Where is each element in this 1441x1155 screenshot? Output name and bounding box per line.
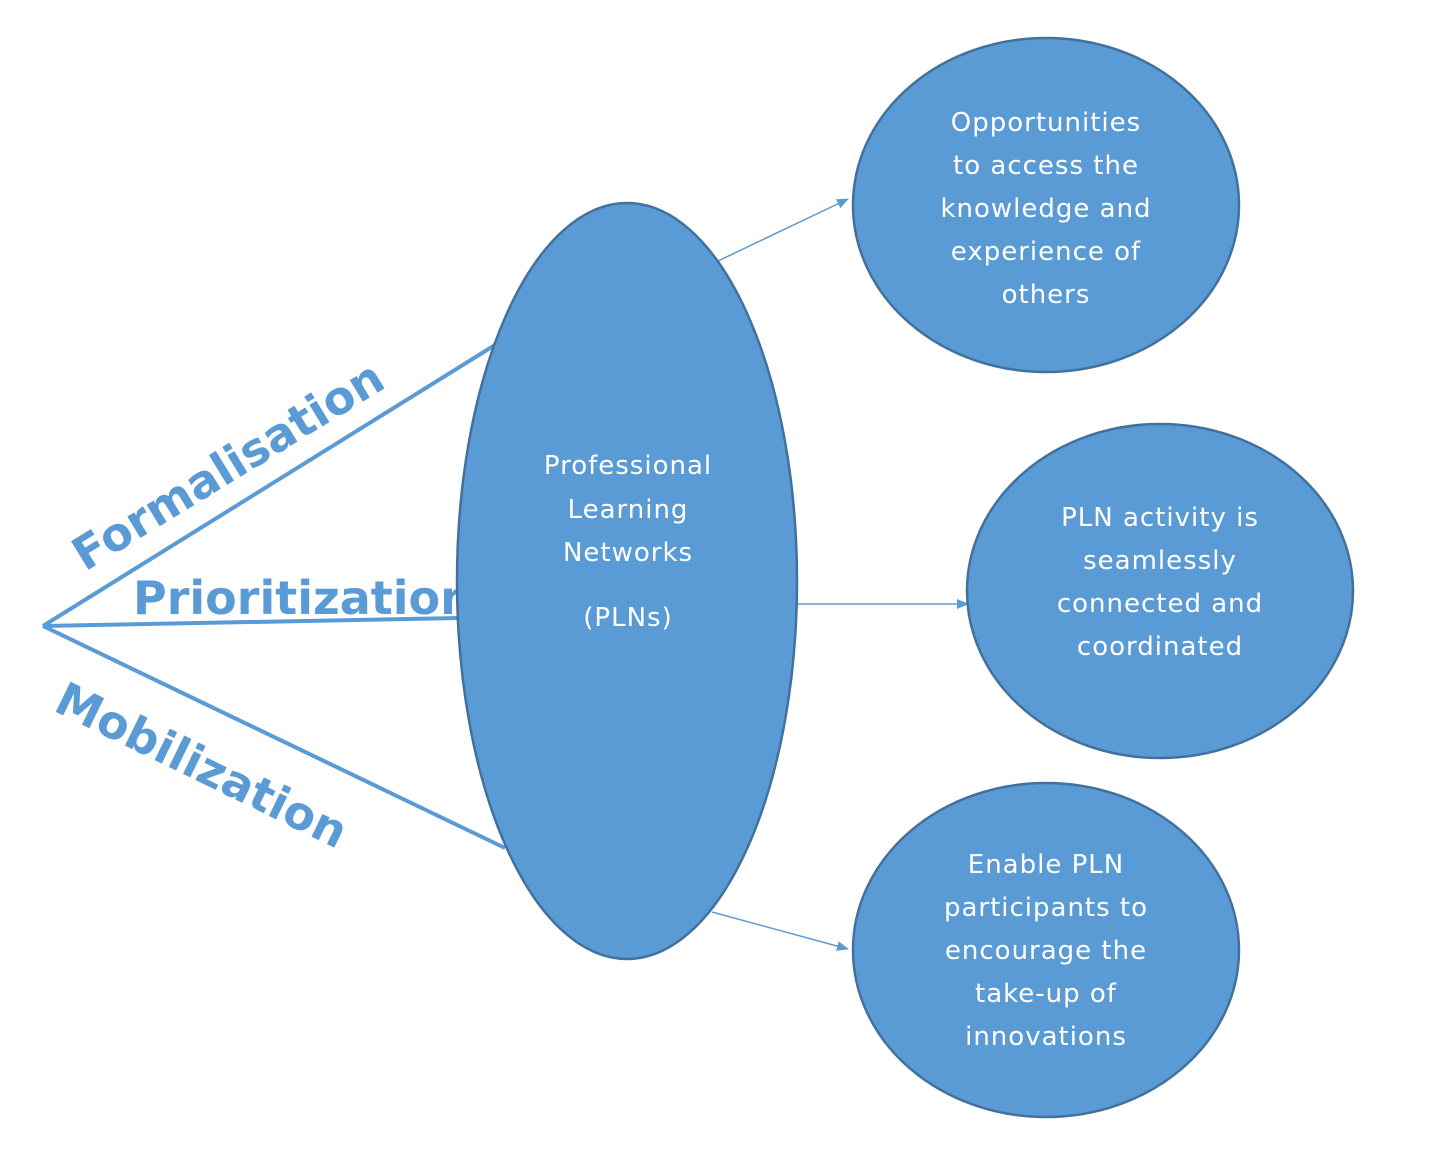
prioritization-label: Prioritization [133, 571, 473, 625]
pln-title-line-1: Professional [544, 451, 712, 481]
outcome-enable-line-5: innovations [965, 1022, 1127, 1052]
outcome-enable-line-1: Enable PLN [968, 850, 1124, 880]
outcome-seamless-ellipse [965, 422, 1355, 760]
pln-title-line-2: Learning [568, 495, 689, 525]
mobilization-label: Mobilization [47, 671, 356, 859]
formalisation-label: Formalisation [63, 350, 394, 581]
prioritization-line [42, 616, 461, 628]
outcome-opportunities-line-2: to access the [953, 151, 1139, 181]
formalisation-line [41, 343, 497, 628]
mobilization-line [42, 624, 506, 850]
outcome-enable-line-4: take-up of [975, 979, 1117, 1009]
arrow-to-enable [711, 911, 849, 951]
outcome-seamless-line-1: PLN activity is [1061, 503, 1259, 533]
outcome-opportunities-line-5: others [1002, 280, 1091, 310]
pln-central-ellipse [455, 201, 799, 961]
outcome-opportunities-line-4: experience of [951, 237, 1141, 267]
outcome-enable-line-3: encourage the [945, 936, 1147, 966]
outcome-enable-ellipse [851, 781, 1241, 1119]
outcome-seamless-line-2: seamlessly [1083, 546, 1237, 576]
outcome-opportunities-line-3: knowledge and [940, 194, 1151, 224]
outcome-seamless-line-4: coordinated [1077, 632, 1243, 662]
pln-title-line-3: Networks [563, 538, 693, 568]
arrow-to-opportunities [717, 198, 849, 262]
outcome-seamless-line-3: connected and [1057, 589, 1263, 619]
outcome-opportunities-line-1: Opportunities [951, 108, 1141, 138]
pln-abbreviation: (PLNs) [583, 603, 672, 633]
outcome-enable-line-2: participants to [944, 893, 1148, 923]
outcome-opportunities-ellipse [851, 36, 1241, 374]
